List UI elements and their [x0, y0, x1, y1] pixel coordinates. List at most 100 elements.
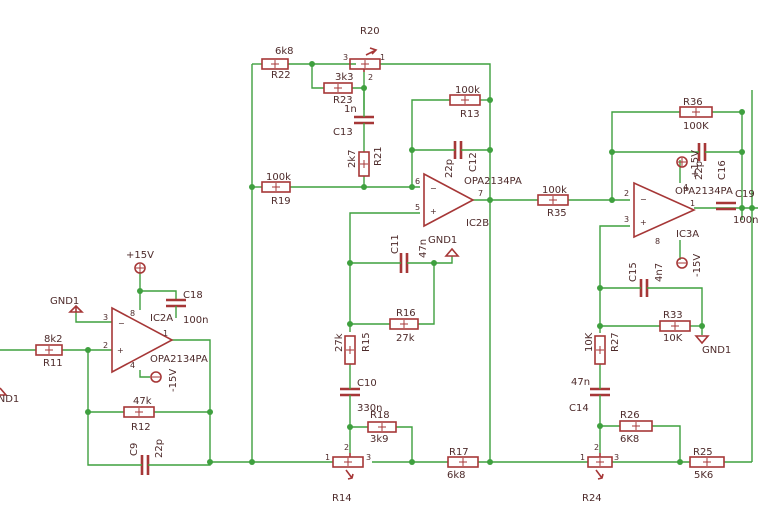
c11-value: 47n	[418, 239, 429, 258]
ic2b-name: IC2B	[466, 218, 489, 229]
gnd-label-left: GND1	[0, 394, 19, 405]
r11-value: 8k2	[44, 334, 63, 345]
r22-name: R22	[271, 70, 291, 81]
c13-value: 1n	[344, 104, 357, 115]
r25-value: 5K6	[694, 470, 713, 481]
ic2a-pin2: 2	[103, 341, 108, 350]
c19-value: 100n	[733, 215, 758, 226]
c15-value: 4n7	[654, 263, 665, 282]
r16-value: 27k	[396, 333, 415, 344]
r20-name: R20	[360, 26, 380, 37]
pos15-label: +15V	[126, 250, 154, 261]
r25-name: R25	[693, 447, 713, 458]
resistor-r21: 2k7 R21	[347, 146, 384, 177]
r14-pin3: 3	[366, 453, 371, 462]
ic3a-pin8: 8	[655, 237, 660, 246]
r12-value: 47k	[133, 396, 152, 407]
r15-value: 27k	[334, 333, 345, 352]
resistor-r27: 10K R27	[584, 332, 621, 365]
r16-name: R16	[396, 308, 416, 319]
ic3a-pin4: 4	[683, 183, 688, 192]
r26-value: 6K8	[620, 434, 639, 445]
svg-text:−: −	[118, 319, 125, 328]
resistor-r17: R17 6k8	[447, 447, 479, 481]
r19-name: R19	[271, 196, 291, 207]
c14-value: 47n	[571, 377, 590, 388]
ic2a-name: IC2A	[150, 313, 173, 324]
ic2a-pin4: 4	[130, 361, 135, 370]
r14-pin2: 2	[344, 443, 349, 452]
ic2a-type: OPA2134PA	[150, 354, 208, 365]
ic2b-type: OPA2134PA	[464, 176, 522, 187]
r27-value: 10K	[584, 332, 595, 352]
resistor-r23: 3k3 R23	[323, 72, 354, 106]
r26-name: R26	[620, 410, 640, 421]
c14-name: C14	[569, 403, 589, 414]
r24-pin2: 2	[594, 443, 599, 452]
r21-value: 2k7	[347, 149, 358, 168]
ic3a-name: IC3A	[676, 229, 699, 240]
r17-name: R17	[449, 447, 469, 458]
capacitor-c15: C15 4n7	[628, 262, 665, 297]
c9-name: C9	[129, 443, 140, 456]
ic3a-pin2: 2	[624, 189, 629, 198]
potentiometer-r24: R24 1 3 2	[580, 443, 619, 504]
capacitor-c16: C16 22p	[690, 143, 728, 180]
r36-name: R36	[683, 97, 703, 108]
resistor-r15: 27k R15	[334, 332, 372, 365]
c16-value: 22p	[694, 161, 705, 180]
resistor-r13: 100k R13	[449, 85, 481, 120]
neg15-label-ic3a: -15V	[692, 254, 703, 277]
svg-text:+: +	[117, 346, 124, 355]
c13-name: C13	[333, 127, 353, 138]
r23-name: R23	[333, 95, 353, 106]
ground-left-edge: GND1	[0, 387, 19, 405]
capacitor-c19: C19 100n	[716, 189, 758, 226]
r24-name: R24	[582, 493, 602, 504]
c10-value: 330n	[357, 403, 382, 414]
c19-name: C19	[735, 189, 755, 200]
potentiometer-r14: R14 1 3 2	[325, 443, 371, 504]
r14-pin1: 1	[325, 453, 330, 462]
capacitor-c14: 47n C14	[569, 377, 610, 414]
ground-c11: GND1	[428, 235, 460, 257]
capacitor-c11: C11 47n	[390, 234, 429, 273]
r35-value: 100k	[542, 185, 567, 196]
opamp-ic2a: − + 3 2 8 4 1 IC2A OPA2134PA	[103, 306, 208, 374]
resistor-r12: 47k R12	[123, 396, 155, 433]
capacitor-c18: C18 100n	[166, 290, 208, 326]
supply-neg15-ic2a: -15V	[150, 369, 179, 392]
gnd-label-ic2a: GND1	[50, 296, 79, 307]
r35-name: R35	[547, 208, 567, 219]
resistor-r26: R26 6K8	[619, 410, 653, 445]
ic3a-pin3: 3	[624, 215, 629, 224]
resistor-r35: 100k R35	[537, 185, 569, 219]
ic2a-pin1: 1	[163, 329, 168, 338]
ground-r33: GND1	[694, 335, 731, 356]
c11-name: C11	[390, 234, 401, 254]
r14-name: R14	[332, 493, 352, 504]
neg15-label-ic2a: -15V	[168, 369, 179, 392]
gnd-label-c11: GND1	[428, 235, 457, 246]
resistor-r22: 6k8 R22	[261, 46, 294, 81]
resistor-r19: 100k R19	[261, 172, 291, 207]
r12-name: R12	[131, 422, 151, 433]
c15-name: C15	[628, 262, 639, 282]
r20-pin1: 1	[380, 53, 385, 62]
wires	[0, 63, 758, 466]
r13-name: R13	[460, 109, 480, 120]
r36-value: 100K	[683, 121, 709, 132]
c9-value: 22p	[154, 439, 165, 458]
r33-name: R33	[663, 310, 683, 321]
r13-value: 100k	[455, 85, 480, 96]
r23-value: 3k3	[335, 72, 354, 83]
svg-text:−: −	[640, 195, 647, 204]
r18-value: 3k9	[370, 434, 389, 445]
r24-pin3: 3	[614, 453, 619, 462]
ic2b-pin6: 6	[415, 177, 420, 186]
capacitor-c12: C12 22p	[444, 141, 479, 178]
r20-pin3: 3	[343, 53, 348, 62]
resistor-r18: R18 3k9	[367, 410, 397, 445]
svg-text:−: −	[430, 184, 437, 193]
